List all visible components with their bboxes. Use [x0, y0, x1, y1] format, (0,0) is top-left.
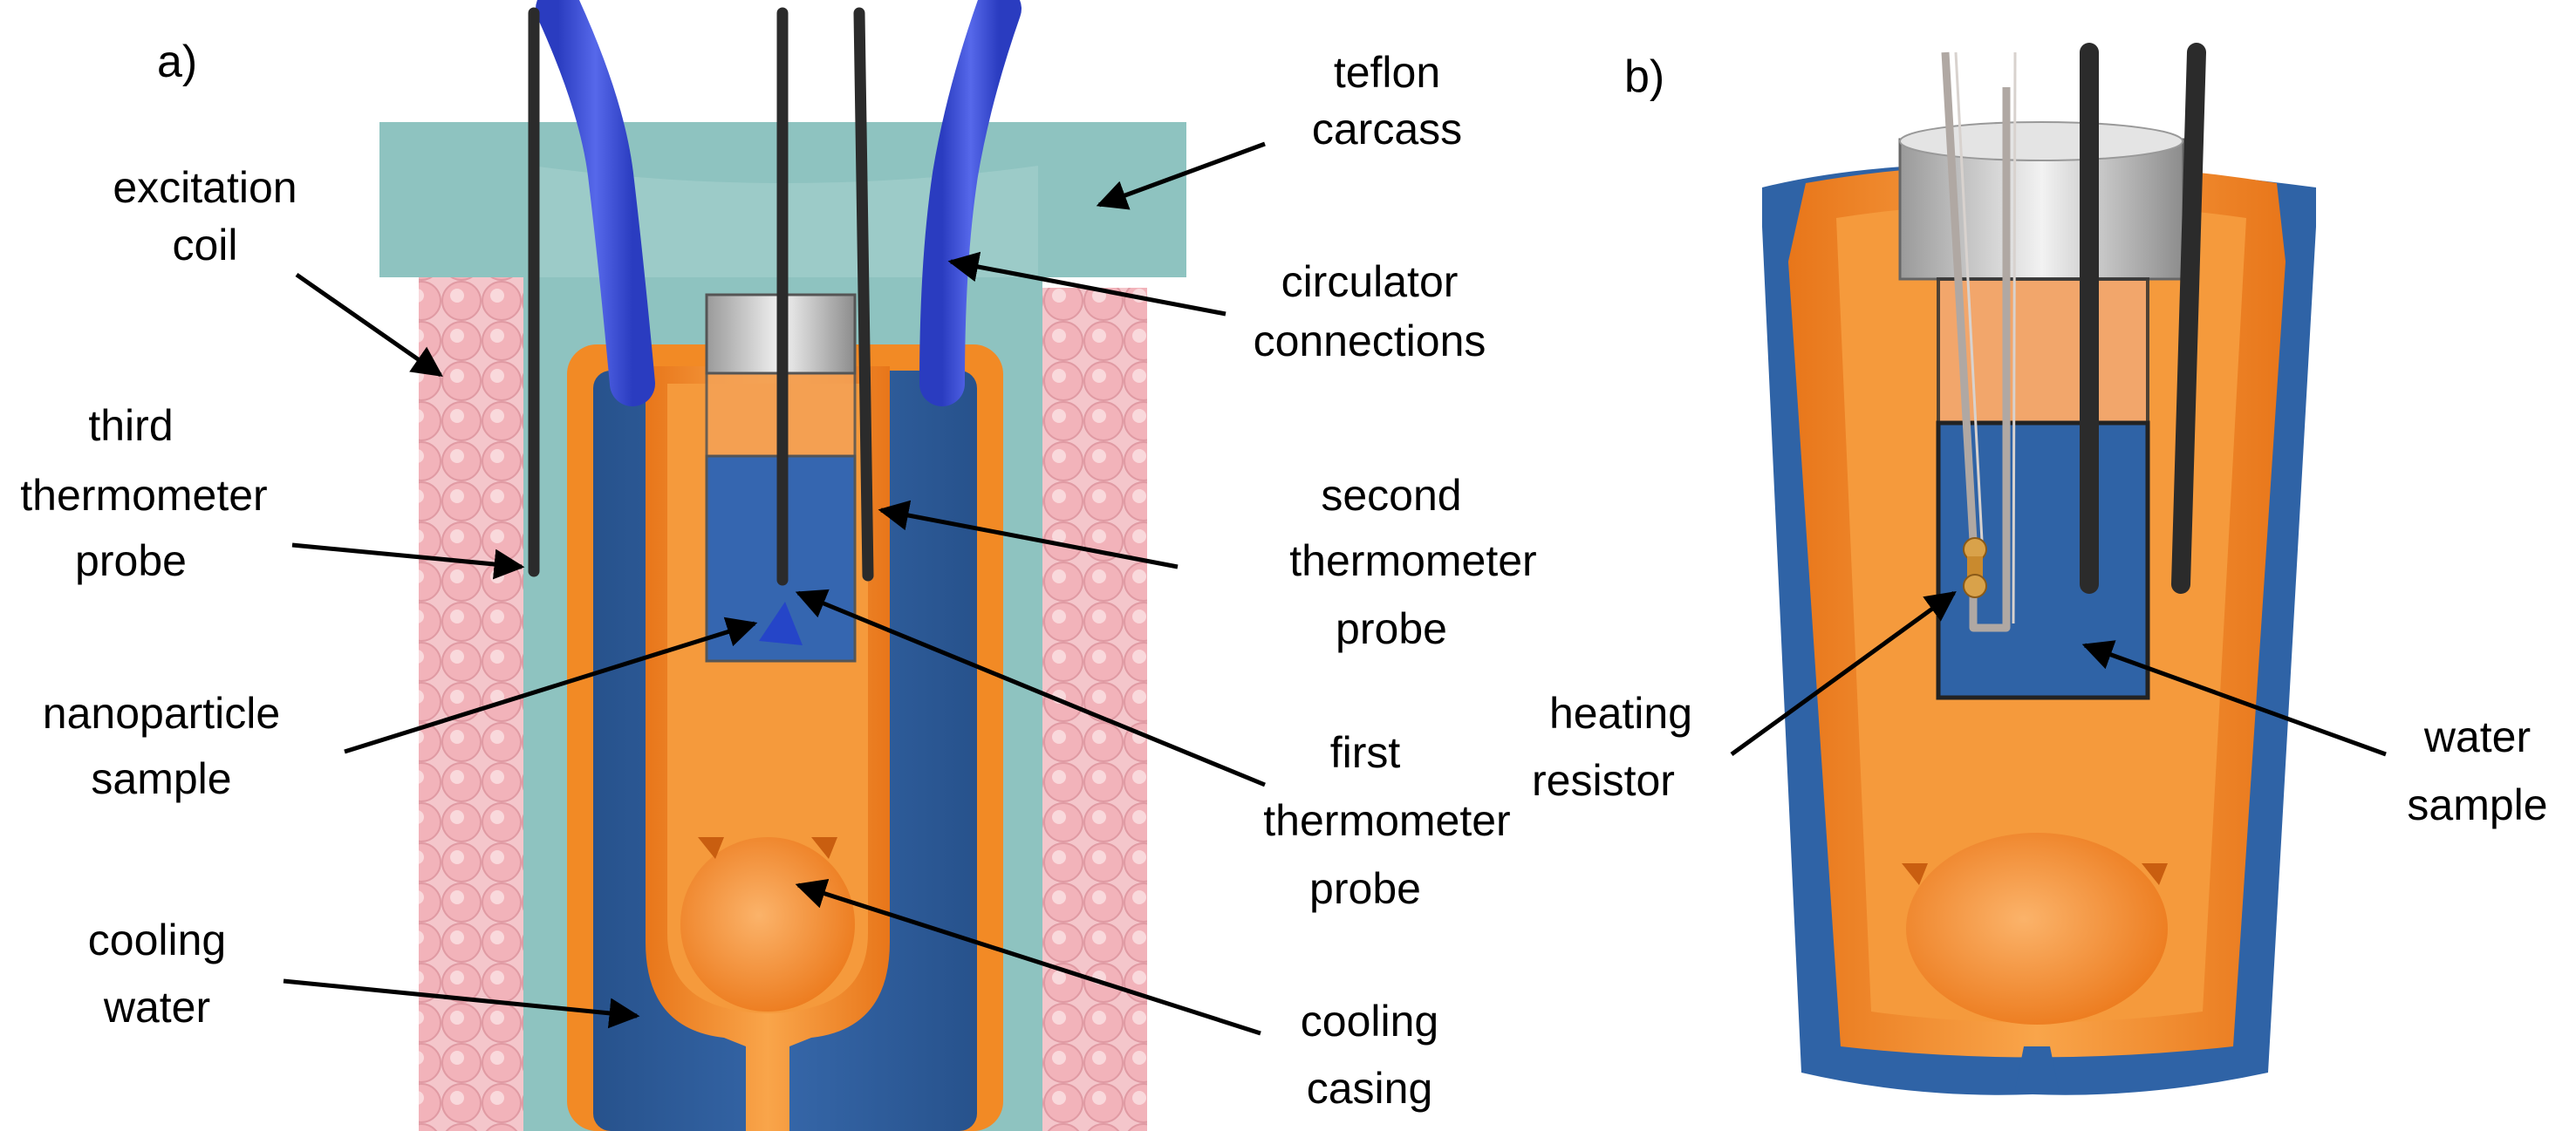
panel-a-illustration: [379, 0, 1186, 1131]
svg-text:casing: casing: [1307, 1064, 1433, 1113]
svg-text:cooling: cooling: [88, 916, 226, 964]
svg-text:cooling: cooling: [1301, 997, 1438, 1046]
svg-text:sample: sample: [91, 754, 231, 803]
probe-b-right: [2171, 43, 2206, 594]
svg-text:coil: coil: [172, 221, 237, 269]
svg-text:thermometer: thermometer: [20, 471, 267, 520]
svg-text:heating: heating: [1549, 689, 1692, 738]
svg-text:sample: sample: [2407, 780, 2547, 829]
heating-resistor: [1963, 537, 1987, 598]
label-third-thermometer-probe: third thermometer probe: [20, 401, 267, 585]
svg-text:water: water: [103, 983, 210, 1032]
panel-b-illustration: [1762, 43, 2316, 1095]
label-teflon-carcass: teflon carcass: [1312, 48, 1462, 153]
label-cooling-casing: cooling casing: [1301, 997, 1438, 1113]
svg-text:nanoparticle: nanoparticle: [43, 689, 280, 738]
label-excitation-coil: excitation coil: [113, 163, 297, 269]
svg-text:excitation: excitation: [113, 163, 297, 212]
svg-text:circulator: circulator: [1281, 257, 1459, 306]
panel-b-label: b): [1624, 51, 1664, 102]
circulator-tube-right: [919, 0, 1022, 406]
svg-text:carcass: carcass: [1312, 105, 1462, 153]
heating-resistor-wires: [1941, 51, 2011, 632]
svg-text:resistor: resistor: [1532, 756, 1675, 805]
label-second-thermometer-probe: second thermometer probe: [1289, 471, 1536, 653]
svg-text:probe: probe: [75, 536, 187, 585]
label-nanoparticle-sample: nanoparticle sample: [43, 689, 280, 803]
circulator-tube-left: [536, 0, 655, 406]
svg-text:third: third: [88, 401, 173, 450]
svg-text:teflon: teflon: [1334, 48, 1440, 97]
label-first-thermometer-probe: first thermometer probe: [1263, 728, 1510, 913]
panel-a-label: a): [157, 37, 197, 87]
label-heating-resistor: heating resistor: [1532, 689, 1692, 805]
svg-text:probe: probe: [1336, 604, 1447, 653]
svg-text:first: first: [1330, 728, 1401, 777]
water-sample-vial-cap: [1898, 138, 2185, 281]
label-water-sample: water sample: [2407, 712, 2547, 829]
excitation-coil-left: [419, 266, 523, 1131]
svg-text:thermometer: thermometer: [1263, 796, 1510, 845]
excitation-coil-right: [1042, 288, 1147, 1131]
svg-text:second: second: [1321, 471, 1461, 520]
svg-text:probe: probe: [1309, 864, 1421, 913]
svg-text:connections: connections: [1254, 317, 1486, 365]
label-cooling-water: cooling water: [88, 916, 226, 1032]
second-thermometer-probe: [853, 7, 874, 582]
svg-text:water: water: [2423, 712, 2531, 761]
svg-text:thermometer: thermometer: [1289, 536, 1536, 585]
label-circulator-connections: circulator connections: [1254, 257, 1486, 365]
